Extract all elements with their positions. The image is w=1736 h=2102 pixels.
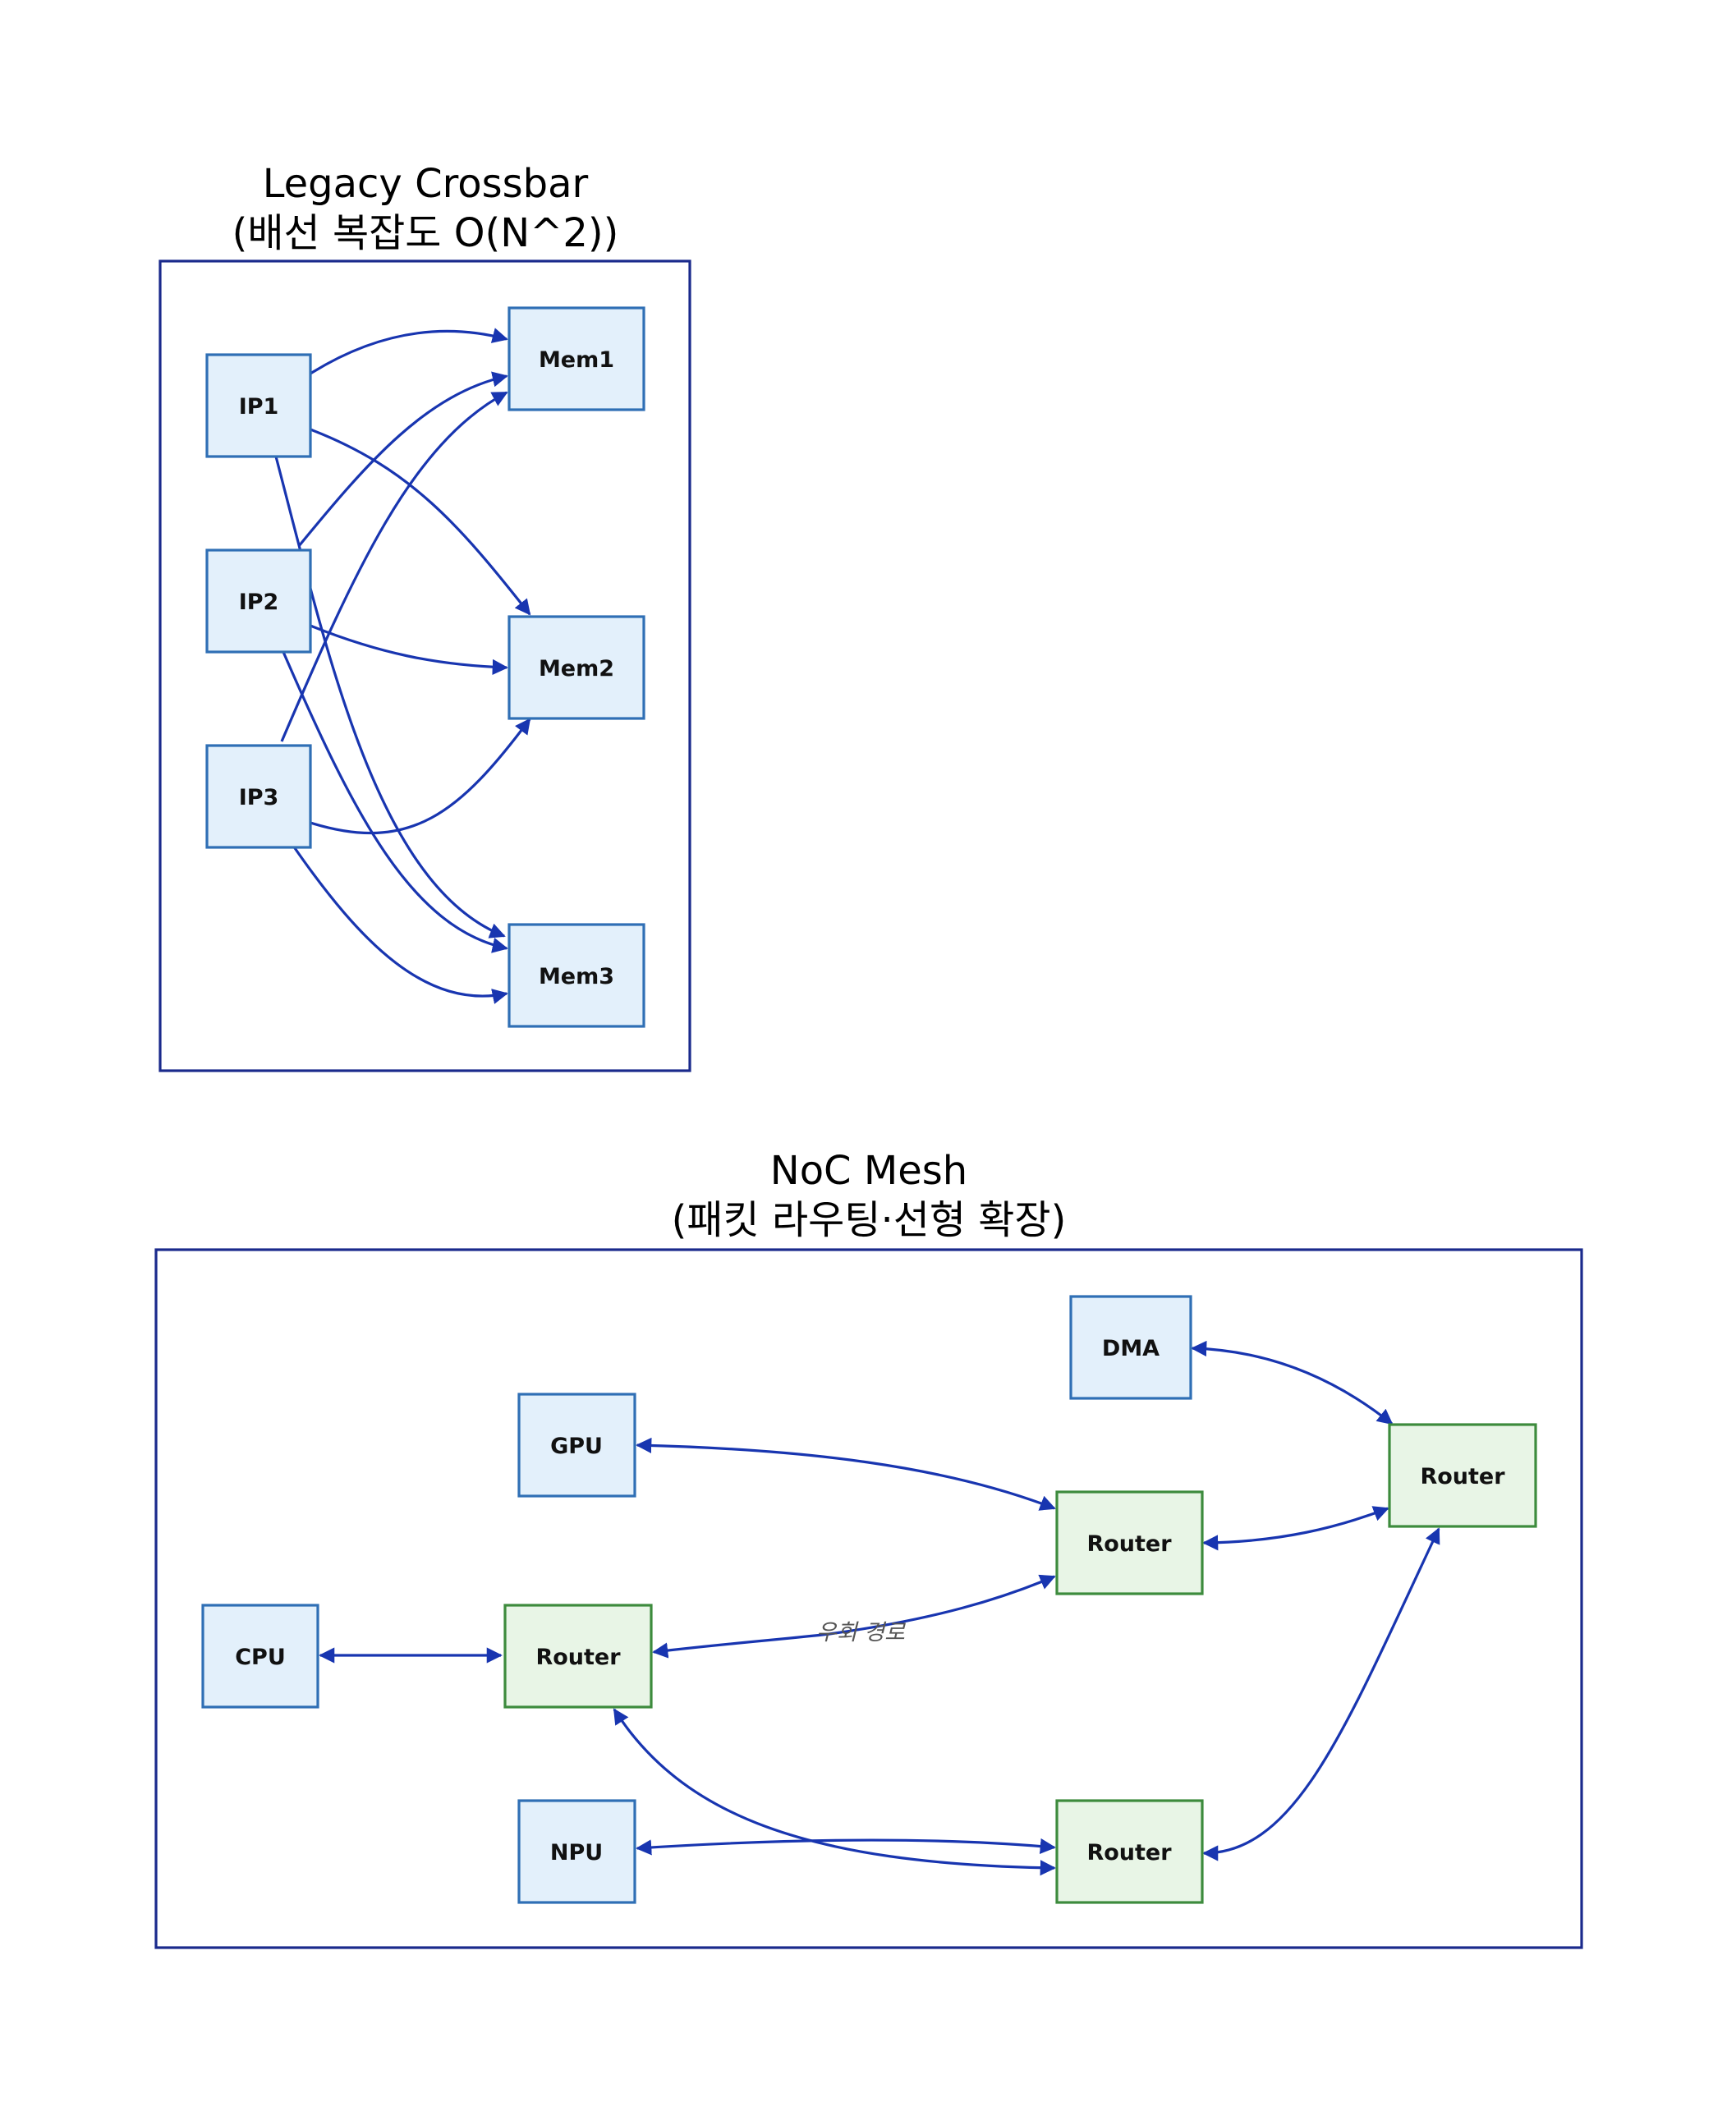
node-router-c-label: Router — [1086, 1840, 1172, 1866]
node-router-d: Router — [1388, 1423, 1537, 1528]
edge-ip1-mem1 — [310, 328, 508, 375]
edge-dma-router-d — [1191, 1340, 1394, 1425]
noc-cluster: NoC Mesh (패킷 라우팅·선형 확장) 우회 경로 CPU GPU NP… — [154, 1148, 1583, 1949]
node-router-d-label: Router — [1420, 1464, 1505, 1489]
node-router-c: Router — [1055, 1799, 1204, 1904]
crossbar-title-line2: (배선 복잡도 O(N^2)) — [232, 210, 619, 256]
edge-router-a-router-b-detour — [652, 1574, 1056, 1659]
node-dma: DMA — [1069, 1295, 1192, 1400]
node-mem1: Mem1 — [507, 306, 645, 411]
edge-router-b-router-d — [1202, 1506, 1389, 1551]
crossbar-cluster: Legacy Crossbar (배선 복잡도 O(N^2)) IP1 IP2 … — [158, 161, 691, 1072]
crossbar-title-line1: Legacy Crossbar — [263, 161, 589, 207]
edge-ip1-mem3 — [274, 456, 506, 939]
edge-ip3-mem1 — [280, 391, 508, 742]
node-mem2: Mem2 — [507, 615, 645, 720]
node-cpu: CPU — [201, 1604, 319, 1709]
edge-ip3-mem2 — [310, 718, 531, 835]
node-npu-label: NPU — [550, 1840, 603, 1866]
node-router-b-label: Router — [1086, 1531, 1172, 1557]
crossbar-frame — [158, 259, 691, 1072]
edge-gpu-router-b — [636, 1437, 1056, 1511]
edge-npu-router-c — [636, 1838, 1056, 1856]
edge-ip2-mem2 — [310, 624, 508, 675]
node-router-a: Router — [503, 1604, 653, 1709]
edge-ip2-mem3 — [282, 651, 508, 953]
node-cpu-label: CPU — [235, 1645, 286, 1670]
node-mem1-label: Mem1 — [539, 347, 614, 373]
node-ip1-label: IP1 — [239, 394, 279, 420]
node-mem3-label: Mem3 — [539, 964, 614, 989]
edge-router-c-router-d — [1202, 1527, 1440, 1861]
node-ip3: IP3 — [205, 744, 312, 849]
node-router-b: Router — [1055, 1490, 1204, 1595]
edge-ip3-mem3 — [292, 845, 508, 1004]
node-ip3-label: IP3 — [239, 785, 279, 810]
noc-title-line2: (패킷 라우팅·선형 확장) — [672, 1197, 1067, 1243]
node-gpu: GPU — [517, 1393, 636, 1498]
node-ip2: IP2 — [205, 548, 312, 654]
noc-frame — [154, 1248, 1583, 1949]
noc-title-line1: NoC Mesh — [770, 1148, 967, 1194]
detour-path-label: 우회 경로 — [816, 1620, 906, 1645]
node-npu: NPU — [517, 1799, 636, 1904]
node-dma-label: DMA — [1102, 1336, 1160, 1361]
node-ip2-label: IP2 — [239, 590, 279, 615]
node-gpu-label: GPU — [550, 1434, 603, 1459]
node-mem3: Mem3 — [507, 923, 645, 1028]
node-mem2-label: Mem2 — [539, 656, 614, 682]
node-ip1: IP1 — [205, 353, 312, 458]
edge-ip2-mem1 — [297, 371, 508, 548]
edge-router-a-router-c — [613, 1708, 1056, 1876]
edge-ip1-mem2 — [310, 428, 531, 616]
node-router-a-label: Router — [535, 1645, 621, 1670]
